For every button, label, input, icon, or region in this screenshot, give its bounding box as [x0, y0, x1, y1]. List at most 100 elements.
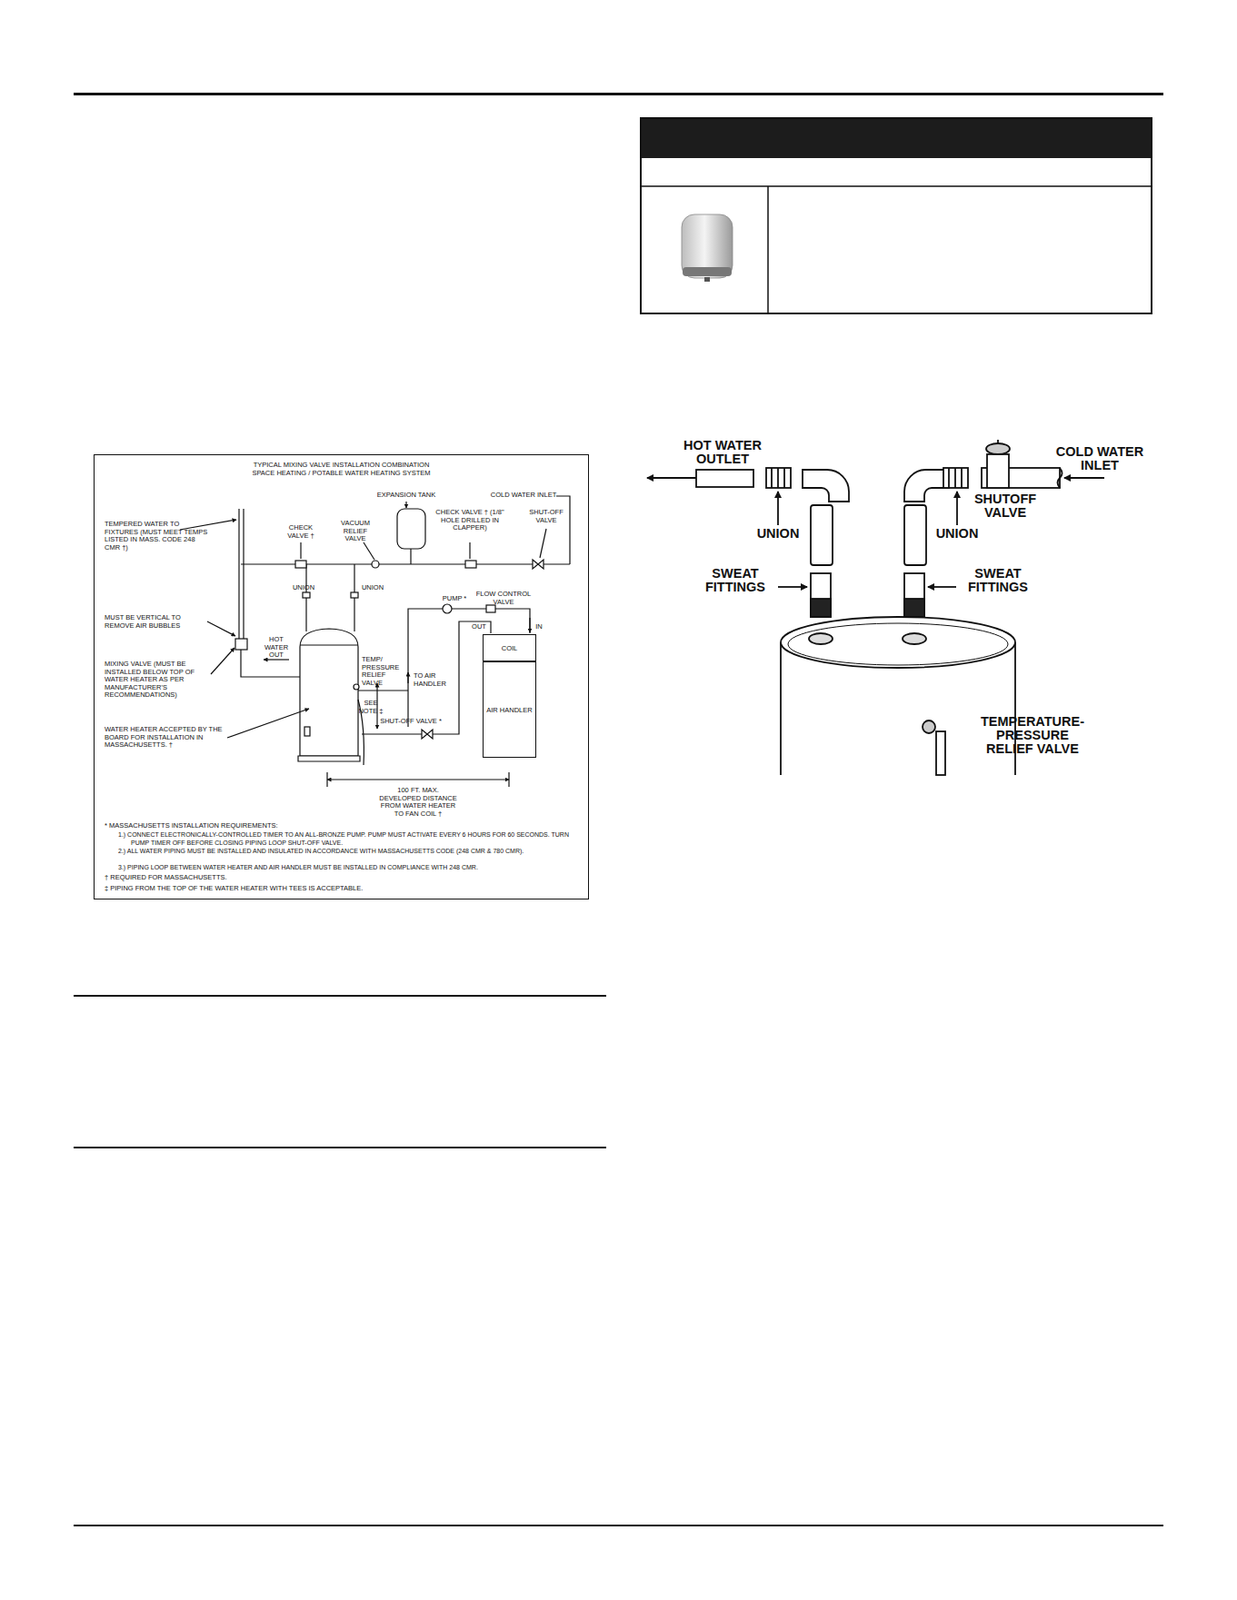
- mixing-valve-schematic-part: [298, 756, 360, 762]
- coil-box: COIL: [482, 634, 537, 662]
- heater-piping-illustration-part: [997, 439, 999, 444]
- callout-text: TEMP/ PRESSURE RELIEF VALVE: [361, 656, 402, 688]
- mixing-valve-schematic: [179, 496, 570, 788]
- part-label: TEMPERATURE-PRESSURE RELIEF VALVE: [973, 715, 1092, 757]
- heater-piping-illustration-part: [647, 477, 697, 479]
- heater-piping-illustration-part: [810, 505, 833, 566]
- dimension-text: 100 FT. MAX. DEVELOPED DISTANCE FROM WAT…: [377, 787, 459, 819]
- heater-piping-illustration-part: [696, 469, 754, 488]
- mixing-valve-schematic-part: [442, 604, 452, 614]
- mixing-valve-schematic-part: [363, 542, 375, 560]
- callout-text: WATER HEATER ACCEPTED BY THE BOARD FOR I…: [104, 726, 223, 750]
- heater-piping-illustration-part: [777, 468, 779, 489]
- heater-piping-illustration-part: [922, 720, 936, 734]
- heater-piping-illustration-part: [810, 573, 831, 618]
- heater-piping-illustration-part: [1057, 468, 1063, 489]
- mixing-valve-schematic-part: [327, 778, 509, 780]
- mixing-valve-schematic-part: [371, 560, 380, 569]
- heater-piping-illustration-part: [904, 598, 925, 618]
- mixing-valve-schematic-part: [539, 528, 547, 559]
- heater-piping-illustration-part: [987, 454, 1009, 489]
- mixing-valve-schematic-part: [235, 638, 248, 650]
- part-label: SHUTOFF VALVE: [964, 492, 1047, 520]
- box-label: AIR HANDLER: [486, 706, 532, 715]
- expansion-tank-panel-part: [682, 267, 732, 277]
- heater-piping-illustration-part: [902, 633, 927, 645]
- mixing-valve-schematic-part: [242, 508, 244, 640]
- callout-text: TEMPERED WATER TO FIXTURES (MUST MEET TE…: [104, 520, 212, 552]
- heater-piping-illustration-part: [927, 586, 957, 589]
- mixing-valve-schematic-part: [409, 548, 411, 565]
- page-rules: [73, 92, 1164, 1527]
- mixing-valve-schematic-part: [556, 496, 570, 565]
- heater-piping-illustration-part: [788, 623, 1008, 666]
- part-label: UNION: [925, 527, 989, 541]
- mixing-valve-schematic-part: [238, 508, 240, 640]
- heater-piping-illustration-part: [986, 443, 1010, 455]
- expansion-tank-panel-part: [704, 277, 710, 282]
- figure-title: TYPICAL MIXING VALVE INSTALLATION COMBIN…: [209, 460, 474, 478]
- callout-text: HOT WATER OUT: [262, 636, 290, 660]
- flow-label: OUT: [469, 623, 489, 632]
- mixing-valve-schematic-part: [304, 727, 310, 737]
- expansion-tank-panel: [640, 118, 1152, 314]
- heater-piping-illustration-part: [783, 468, 786, 489]
- mixing-valve-schematic-part: [528, 618, 530, 633]
- heater-piping-illustration-part: [766, 468, 791, 489]
- part-label: SWEAT FITTINGS: [957, 567, 1039, 595]
- mixing-valve-schematic-part: [240, 563, 570, 565]
- mixing-valve-schematic-part: [263, 658, 290, 660]
- callout-text: TO AIR HANDLER: [413, 672, 454, 689]
- mixing-valve-schematic-part: [407, 672, 409, 684]
- note-text: 1.) CONNECT ELECTRONICALLY-CONTROLLED TI…: [118, 831, 573, 848]
- mixing-valve-schematic-part: [358, 689, 409, 691]
- mixing-valve-schematic-part: [299, 644, 359, 646]
- callout-text: FLOW CONTROL VALVE: [475, 590, 532, 607]
- heater-piping-illustration-part: [947, 468, 950, 489]
- heater-piping-illustration: [647, 439, 1105, 776]
- mixing-valve-schematic-part: [295, 560, 307, 569]
- expansion-tank-panel-part: [640, 118, 1152, 159]
- heater-piping-illustration-part: [904, 573, 925, 618]
- note-heading: * MASSACHUSETTS INSTALLATION REQUIREMENT…: [104, 822, 559, 831]
- part-label: UNION: [746, 527, 810, 541]
- heater-piping-illustration-part: [943, 468, 968, 489]
- callout-text: MIXING VALVE (MUST BE INSTALLED BELOW TO…: [104, 660, 219, 700]
- part-label: HOT WATER OUTLET: [672, 438, 773, 467]
- expansion-tank-panel-part: [681, 214, 733, 279]
- mixing-valve-schematic-part: [207, 621, 236, 637]
- mixing-valve-schematic-part: [397, 508, 426, 549]
- mixing-valve-schematic-part: [326, 772, 328, 788]
- heater-piping-illustration-part: [954, 468, 957, 489]
- mixing-valve-schematic-part: [210, 648, 235, 675]
- page-rules-part: [73, 92, 1164, 96]
- callout-text: UNION: [354, 584, 391, 593]
- part-label: COLD WATER INLET: [1049, 445, 1150, 473]
- mixing-valve-schematic-part: [227, 708, 310, 739]
- callout-text: CHECK VALVE †: [282, 524, 320, 540]
- expansion-tank-panel-part: [640, 185, 1152, 188]
- mixing-valve-schematic-part: [508, 772, 509, 788]
- flow-label: IN: [531, 623, 547, 632]
- callout-text: MUST BE VERTICAL TO REMOVE AIR BUBBLES: [104, 614, 205, 630]
- mixing-valve-schematic-part: [532, 559, 544, 569]
- heater-piping-illustration-part: [778, 586, 808, 589]
- note-text: ‡ PIPING FROM THE TOP OF THE WATER HEATE…: [104, 885, 559, 894]
- mixing-valve-schematic-part: [468, 542, 470, 559]
- heater-piping-illustration-part: [960, 468, 963, 489]
- callout-text: VACUUM RELIEF VALVE: [339, 519, 372, 544]
- mixing-valve-schematic-part: [421, 729, 433, 739]
- callout-text: UNION: [285, 584, 322, 593]
- mixing-valve-schematic-part: [350, 592, 359, 599]
- mixing-valve-schematic-part: [465, 560, 477, 569]
- box-label: COIL: [501, 644, 519, 653]
- heater-piping-illustration-part: [802, 469, 849, 502]
- expansion-tank-panel-part: [767, 186, 769, 314]
- mixing-valve-schematic-part: [299, 542, 301, 559]
- part-label: SWEAT FITTINGS: [694, 567, 777, 595]
- page-rules-part: [73, 1147, 607, 1149]
- heater-piping-illustration-part: [936, 731, 946, 776]
- note-text: † REQUIRED FOR MASSACHUSETTS.: [104, 874, 559, 883]
- mixing-valve-schematic-part: [299, 628, 359, 757]
